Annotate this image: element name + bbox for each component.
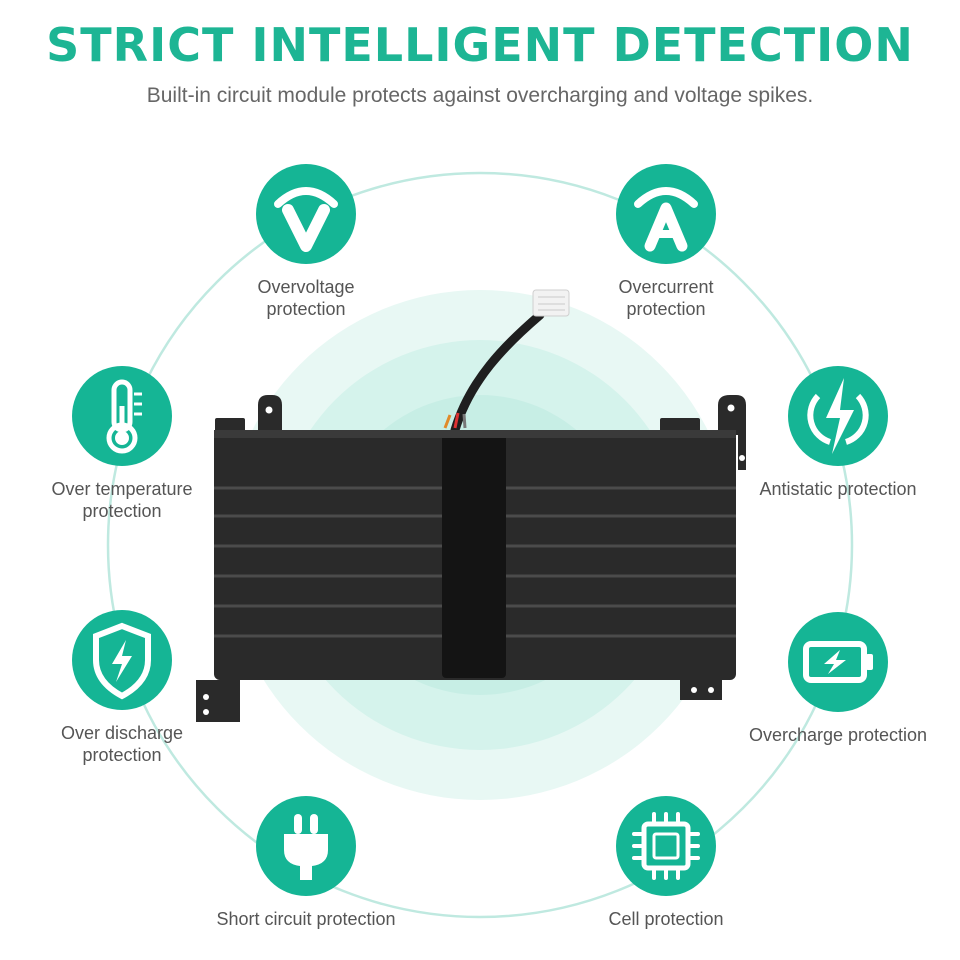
page-subtitle: Built-in circuit module protects against… [146, 84, 814, 107]
plug-icon [256, 796, 356, 896]
feature-label: Overcurrent protection [618, 277, 714, 319]
battery-connector [532, 289, 570, 317]
feature-label: Overvoltage protection [257, 277, 355, 319]
mount-holes [203, 404, 745, 715]
feature-cell: Cell protection [556, 796, 776, 930]
feature-antistatic: Antistatic protection [728, 366, 948, 500]
battery-center-band [442, 432, 506, 678]
feature-label: Over discharge protection [60, 723, 184, 765]
page-title: STRICT INTELLIGENT DETECTION [46, 18, 914, 72]
feature-label: Antistatic protection [759, 479, 917, 499]
outline-ring [106, 171, 854, 919]
feature-short-circuit: Short circuit protection [196, 796, 416, 930]
voltage-v-icon [256, 164, 356, 264]
feature-over-temperature: Over temperature protection [12, 366, 232, 522]
feature-label: Cell protection [608, 909, 724, 929]
cable-wires [443, 412, 467, 429]
feature-over-discharge: Over discharge protection [12, 610, 232, 766]
battery-bolt-icon [788, 612, 888, 712]
shield-bolt-icon [72, 610, 172, 710]
feature-label: Over temperature protection [51, 479, 193, 521]
feature-label: Overcharge protection [748, 725, 928, 745]
thermometer-icon [72, 366, 172, 466]
feature-overcharge: Overcharge protection [728, 612, 948, 746]
chip-icon [616, 796, 716, 896]
feature-label: Short circuit protection [216, 909, 396, 929]
lightning-icon [788, 366, 888, 466]
battery-cable [450, 310, 545, 435]
current-a-icon [616, 164, 716, 264]
feature-overvoltage: Overvoltage protection [196, 164, 416, 320]
battery-top-edge [214, 430, 736, 438]
feature-overcurrent: Overcurrent protection [556, 164, 776, 320]
